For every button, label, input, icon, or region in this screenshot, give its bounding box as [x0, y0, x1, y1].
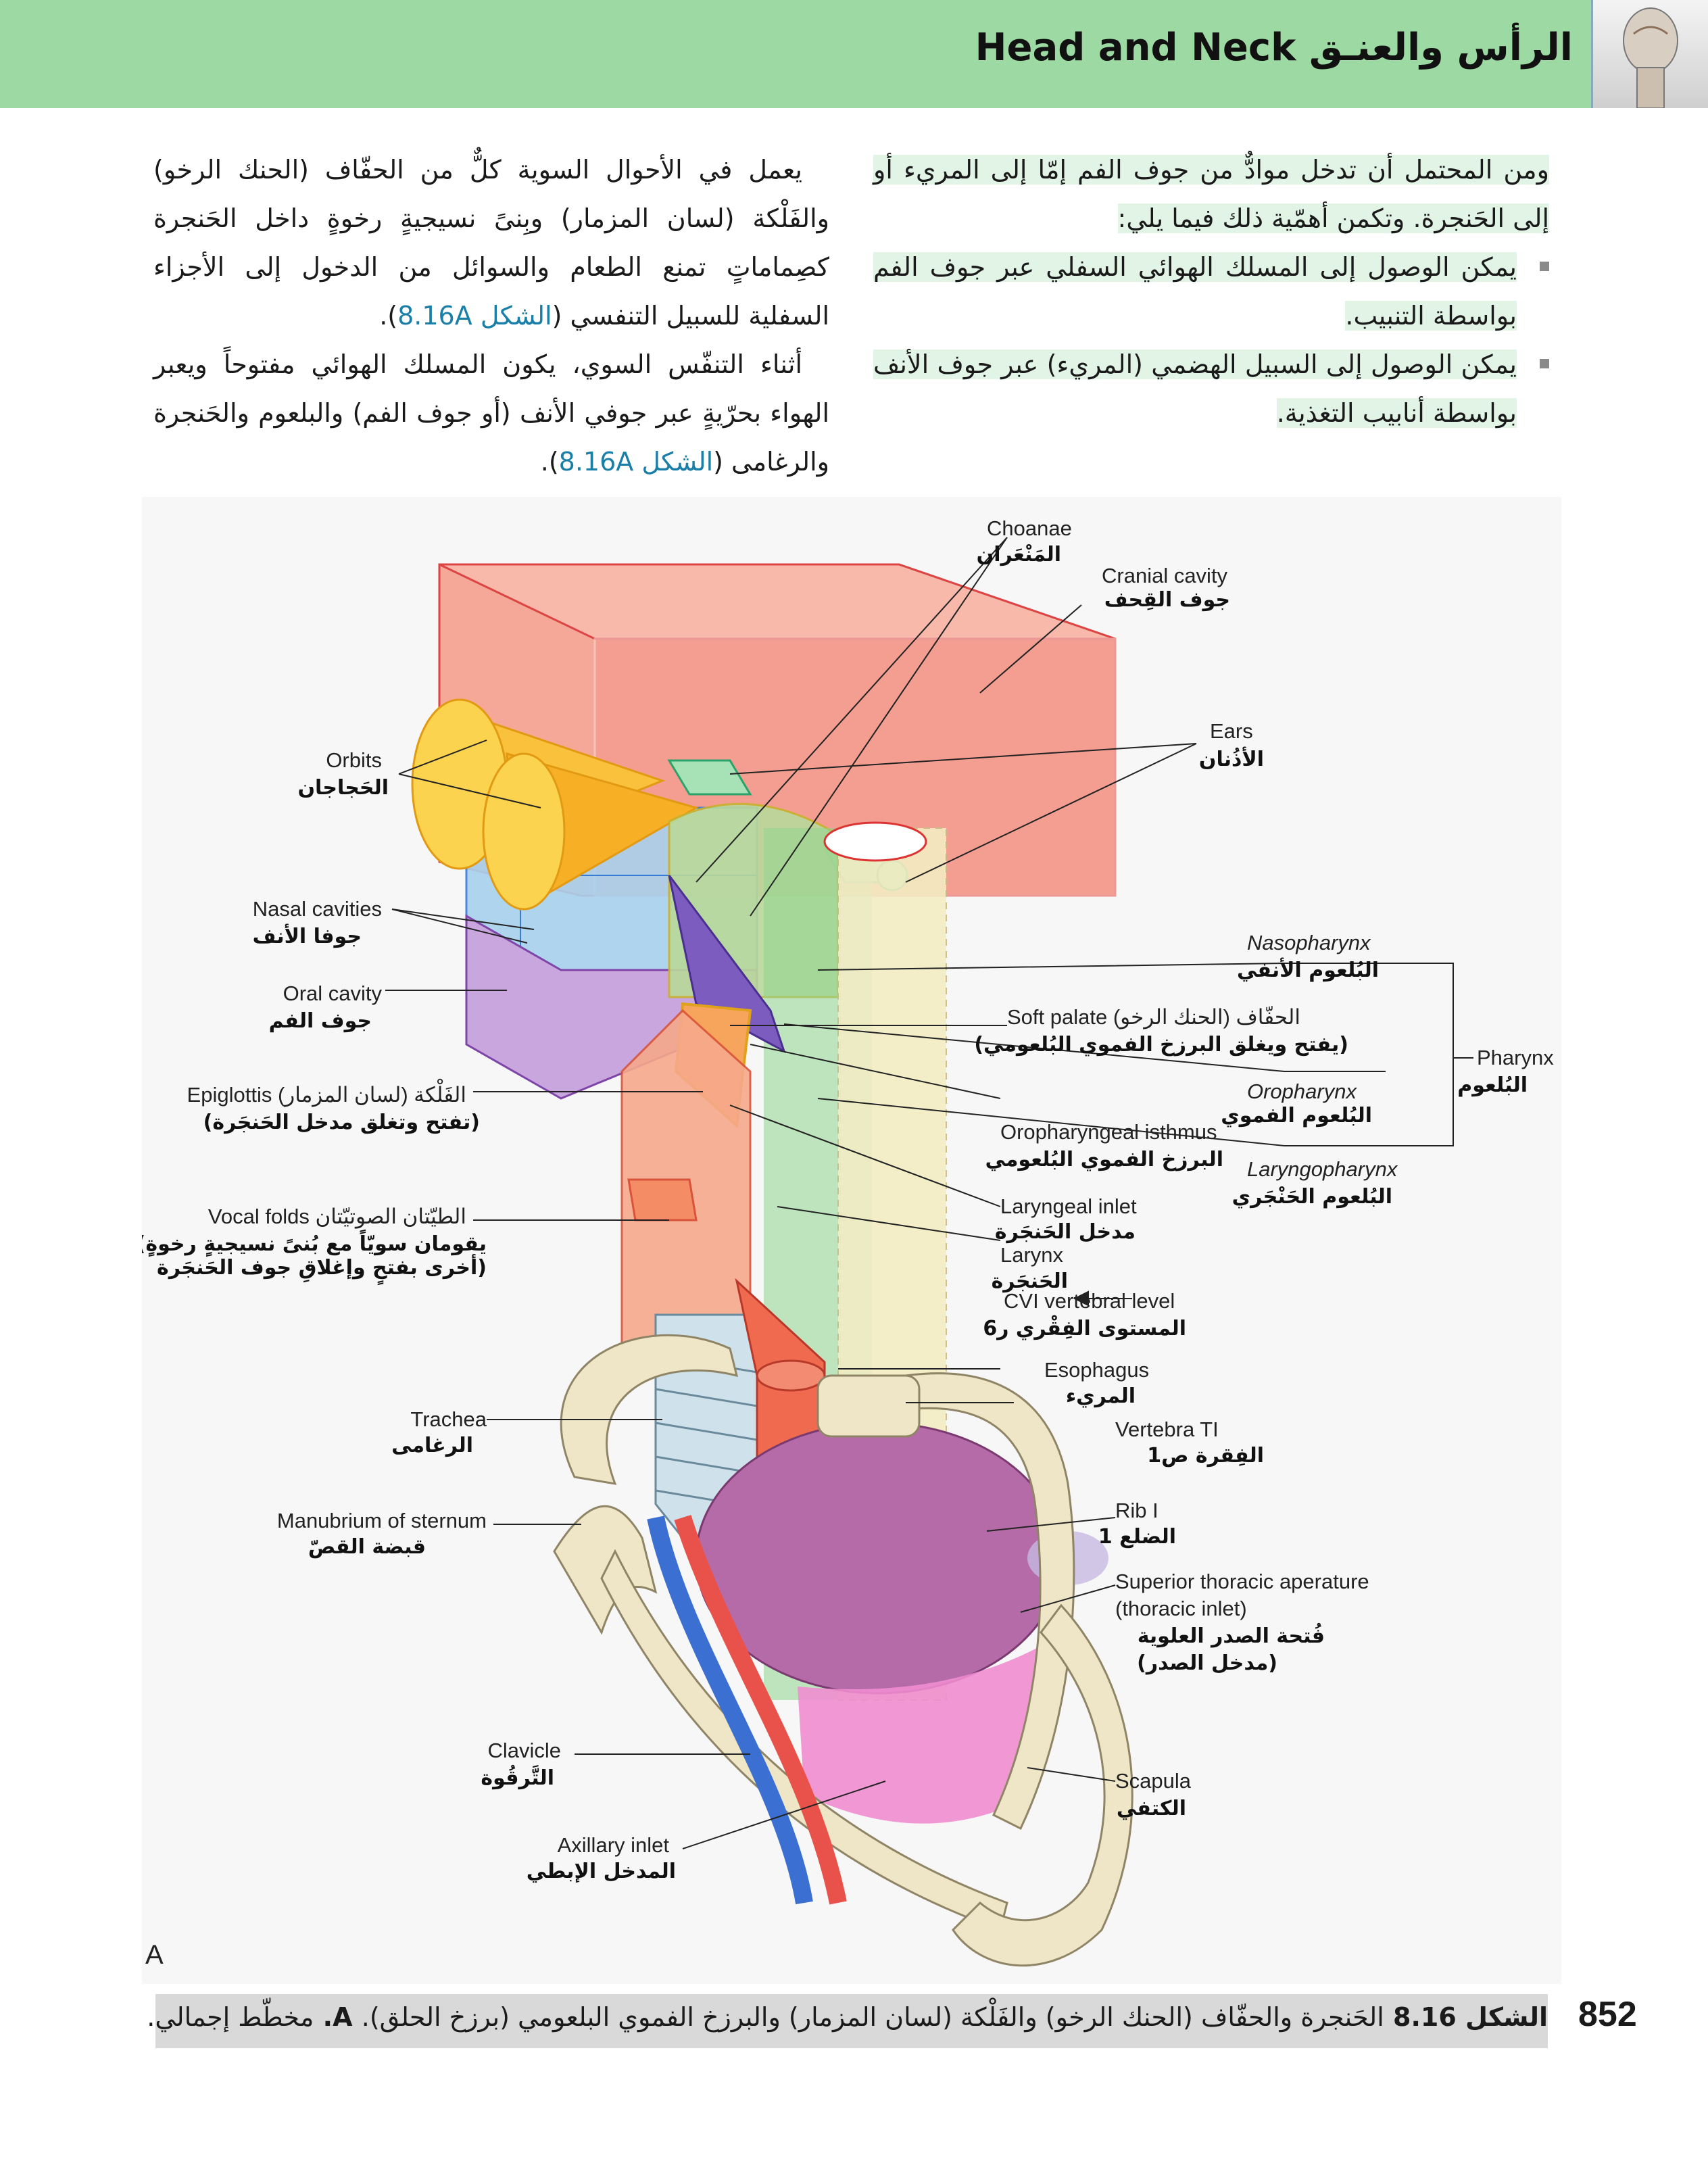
label-cranial-cavity: Cranial cavity: [1102, 564, 1228, 587]
label-isthmus: Oropharyngeal isthmus: [1000, 1120, 1217, 1144]
label-oropharynx: Oropharynx: [1247, 1080, 1357, 1103]
vein-shape: [647, 1516, 813, 1905]
label-nasopharynx-ar: البُلعوم الأنفي: [1237, 957, 1379, 982]
panel-letter: A: [145, 1940, 164, 1970]
label-oral-cavity-ar: جوف الفم: [269, 1009, 372, 1033]
label-cvi-level: CVI vertebral level: [1004, 1289, 1175, 1313]
paragraph-text: أثناء التنفّس السوي، يكون المسلك الهوائي…: [153, 349, 829, 477]
caption-tail: مخطّط إجمالي.: [147, 2002, 314, 2032]
page-header: الرأس والعنـق Head and Neck: [0, 0, 1708, 109]
label-pharynx: Pharynx: [1477, 1046, 1554, 1069]
label-vocal-folds-ar2: أخرى بفتحٍ وإغلاقِ جوف الحَنجَرة): [157, 1254, 487, 1286]
figure-labels: Choanae المَنْعَران Cranial cavity جوف ا…: [142, 516, 1554, 1883]
page-title: الرأس والعنـق Head and Neck: [975, 26, 1573, 70]
bullet-text: يمكن الوصول إلى السبيل الهضمي (المريء) ع…: [873, 349, 1517, 428]
label-soft-palate: Soft palate (الحنك الرخو) الحفّاف: [1007, 1005, 1300, 1030]
square-bullet-icon: [1540, 262, 1549, 271]
label-esophagus: Esophagus: [1044, 1358, 1149, 1382]
label-clavicle-ar: التَّرقُوة: [481, 1764, 554, 1790]
label-manubrium: Manubrium of sternum: [277, 1509, 487, 1532]
rib-and-clavicle-shape: [553, 1334, 1133, 1967]
caption-label: الشكل 8.16: [1393, 2002, 1548, 2032]
label-thoracic-inlet-ar: (مدخل الصدر): [1137, 1651, 1277, 1675]
label-trachea-ar: الرغامى: [391, 1434, 473, 1457]
label-vertebra-ar: الفِقرة ص1: [1147, 1444, 1264, 1468]
paragraph-breathing: أثناء التنفّس السوي، يكون المسلك الهوائي…: [153, 340, 829, 486]
artery-shape: [674, 1515, 847, 1905]
airway-diagram: Choanae المَنْعَران Cranial cavity جوف ا…: [142, 516, 1554, 1967]
intro-paragraph: ومن المحتمل أن تدخل موادٌّ من جوف الفم إ…: [873, 155, 1549, 233]
paragraph-text: يعمل في الأحوال السوية كلٌّ من الحفّاف (…: [153, 155, 829, 331]
label-laryngopharynx-ar: البُلعوم الحَنْجَري: [1232, 1185, 1392, 1209]
label-cranial-cavity-ar: جوف القِحف: [1104, 588, 1230, 612]
square-bullet-icon: [1540, 359, 1549, 368]
body-column: يعمل في الأحوال السوية كلٌّ من الحفّاف (…: [153, 145, 829, 486]
label-nasal-cavities: Nasal cavities: [253, 897, 382, 921]
label-trachea: Trachea: [410, 1407, 487, 1431]
caption-background: [155, 1994, 1548, 2048]
label-epiglottis-ar: (تفتح وتغلق مدخل الحَنجَرة): [203, 1111, 480, 1134]
caption-text: الحَنجرة والحفّاف (الحنك الرخو) والفَلْك…: [361, 2002, 1384, 2032]
label-thoracic-aperture: Superior thoracic aperature: [1115, 1570, 1369, 1593]
label-epiglottis: Epiglottis (لسان المزمار) الفَلْكة: [187, 1078, 466, 1107]
label-larynx-ar: الحَنجَرة: [992, 1269, 1068, 1293]
label-scapula: Scapula: [1115, 1769, 1192, 1793]
figure-link[interactable]: الشكل 8.16A: [397, 301, 552, 331]
head-neck-anatomy-thumbnail-icon: [1591, 0, 1708, 109]
larynx-shape: [620, 1009, 752, 1357]
page-number: 852: [1578, 1995, 1637, 2034]
label-vertebra: Vertebra TI: [1115, 1418, 1219, 1441]
figure-link[interactable]: الشكل 8.16A: [558, 447, 714, 477]
label-oropharynx-ar: البُلعوم الفموي: [1221, 1104, 1372, 1128]
label-thoracic-inlet: (thoracic inlet): [1115, 1597, 1247, 1620]
figure-caption: الشكل 8.16 الحَنجرة والحفّاف (الحنك الرخ…: [147, 2002, 1548, 2032]
paragraph-valves: يعمل في الأحوال السوية كلٌّ من الحفّاف (…: [153, 145, 829, 340]
label-cvi-level-ar: المستوى الفِقْري ر6: [983, 1315, 1186, 1340]
label-manubrium-ar: قبضة القصّ: [308, 1535, 426, 1559]
label-orbits: Orbits: [326, 748, 382, 772]
bullet-item: يمكن الوصول إلى السبيل الهضمي (المريء) ع…: [873, 340, 1549, 437]
label-choanae: Choanae: [987, 516, 1072, 540]
caption-panel: A.: [322, 2002, 353, 2032]
label-isthmus-ar: البرزخ الفموي البُلعومي: [985, 1148, 1224, 1171]
label-choanae-ar: المَنْعَران: [977, 543, 1061, 566]
paragraph-text: ).: [540, 447, 559, 477]
label-oral-cavity: Oral cavity: [283, 982, 383, 1005]
label-axillary-inlet-ar: المدخل الإبطي: [527, 1860, 676, 1883]
label-axillary-inlet: Axillary inlet: [558, 1833, 670, 1857]
thoracic-inlet-shape: [695, 1422, 1108, 1824]
label-ears-ar: الأذُنان: [1199, 746, 1264, 771]
leader-lines: [385, 537, 1473, 1849]
label-clavicle: Clavicle: [487, 1739, 561, 1762]
label-nasopharynx: Nasopharynx: [1247, 931, 1371, 954]
label-laryngeal-inlet: Laryngeal inlet: [1000, 1194, 1137, 1218]
label-nasal-cavities-ar: جوفا الأنف: [253, 923, 362, 948]
label-larynx: Larynx: [1000, 1243, 1064, 1267]
label-ears: Ears: [1210, 719, 1253, 743]
label-laryngeal-inlet-ar: مدخل الحَنجَرة: [995, 1220, 1136, 1244]
label-vocal-folds-ar1: (يقومان سويّاً مع بُنىً نسيجيةٍ رخوةٍ: [142, 1229, 487, 1257]
label-thoracic-aperture-ar: فُتحة الصدر العلوية: [1138, 1622, 1325, 1648]
label-scapula-ar: الكتفي: [1117, 1797, 1186, 1820]
label-rib-ar: الضلع 1: [1098, 1525, 1176, 1549]
label-soft-palate-ar: (يفتح ويغلق البرزخ الفموي البُلعومي): [974, 1033, 1348, 1057]
label-rib: Rib I: [1115, 1499, 1158, 1522]
label-esophagus-ar: المريء: [1066, 1384, 1136, 1408]
intro-column: ومن المحتمل أن تدخل موادٌّ من جوف الفم إ…: [873, 145, 1549, 437]
label-laryngopharynx: Laryngopharynx: [1247, 1157, 1398, 1181]
label-vocal-folds: Vocal folds الطيّتان الصوتيّتان: [208, 1205, 466, 1229]
label-orbits-ar: الحَجاجان: [297, 776, 389, 800]
bullet-text: يمكن الوصول إلى المسلك الهوائي السفلي عب…: [873, 252, 1517, 331]
label-pharynx-ar: البُلعوم: [1457, 1073, 1528, 1097]
bullet-item: يمكن الوصول إلى المسلك الهوائي السفلي عب…: [873, 243, 1549, 340]
paragraph-text: ).: [379, 301, 398, 331]
anatomy-figure: Choanae المَنْعَران Cranial cavity جوف ا…: [142, 497, 1561, 1984]
